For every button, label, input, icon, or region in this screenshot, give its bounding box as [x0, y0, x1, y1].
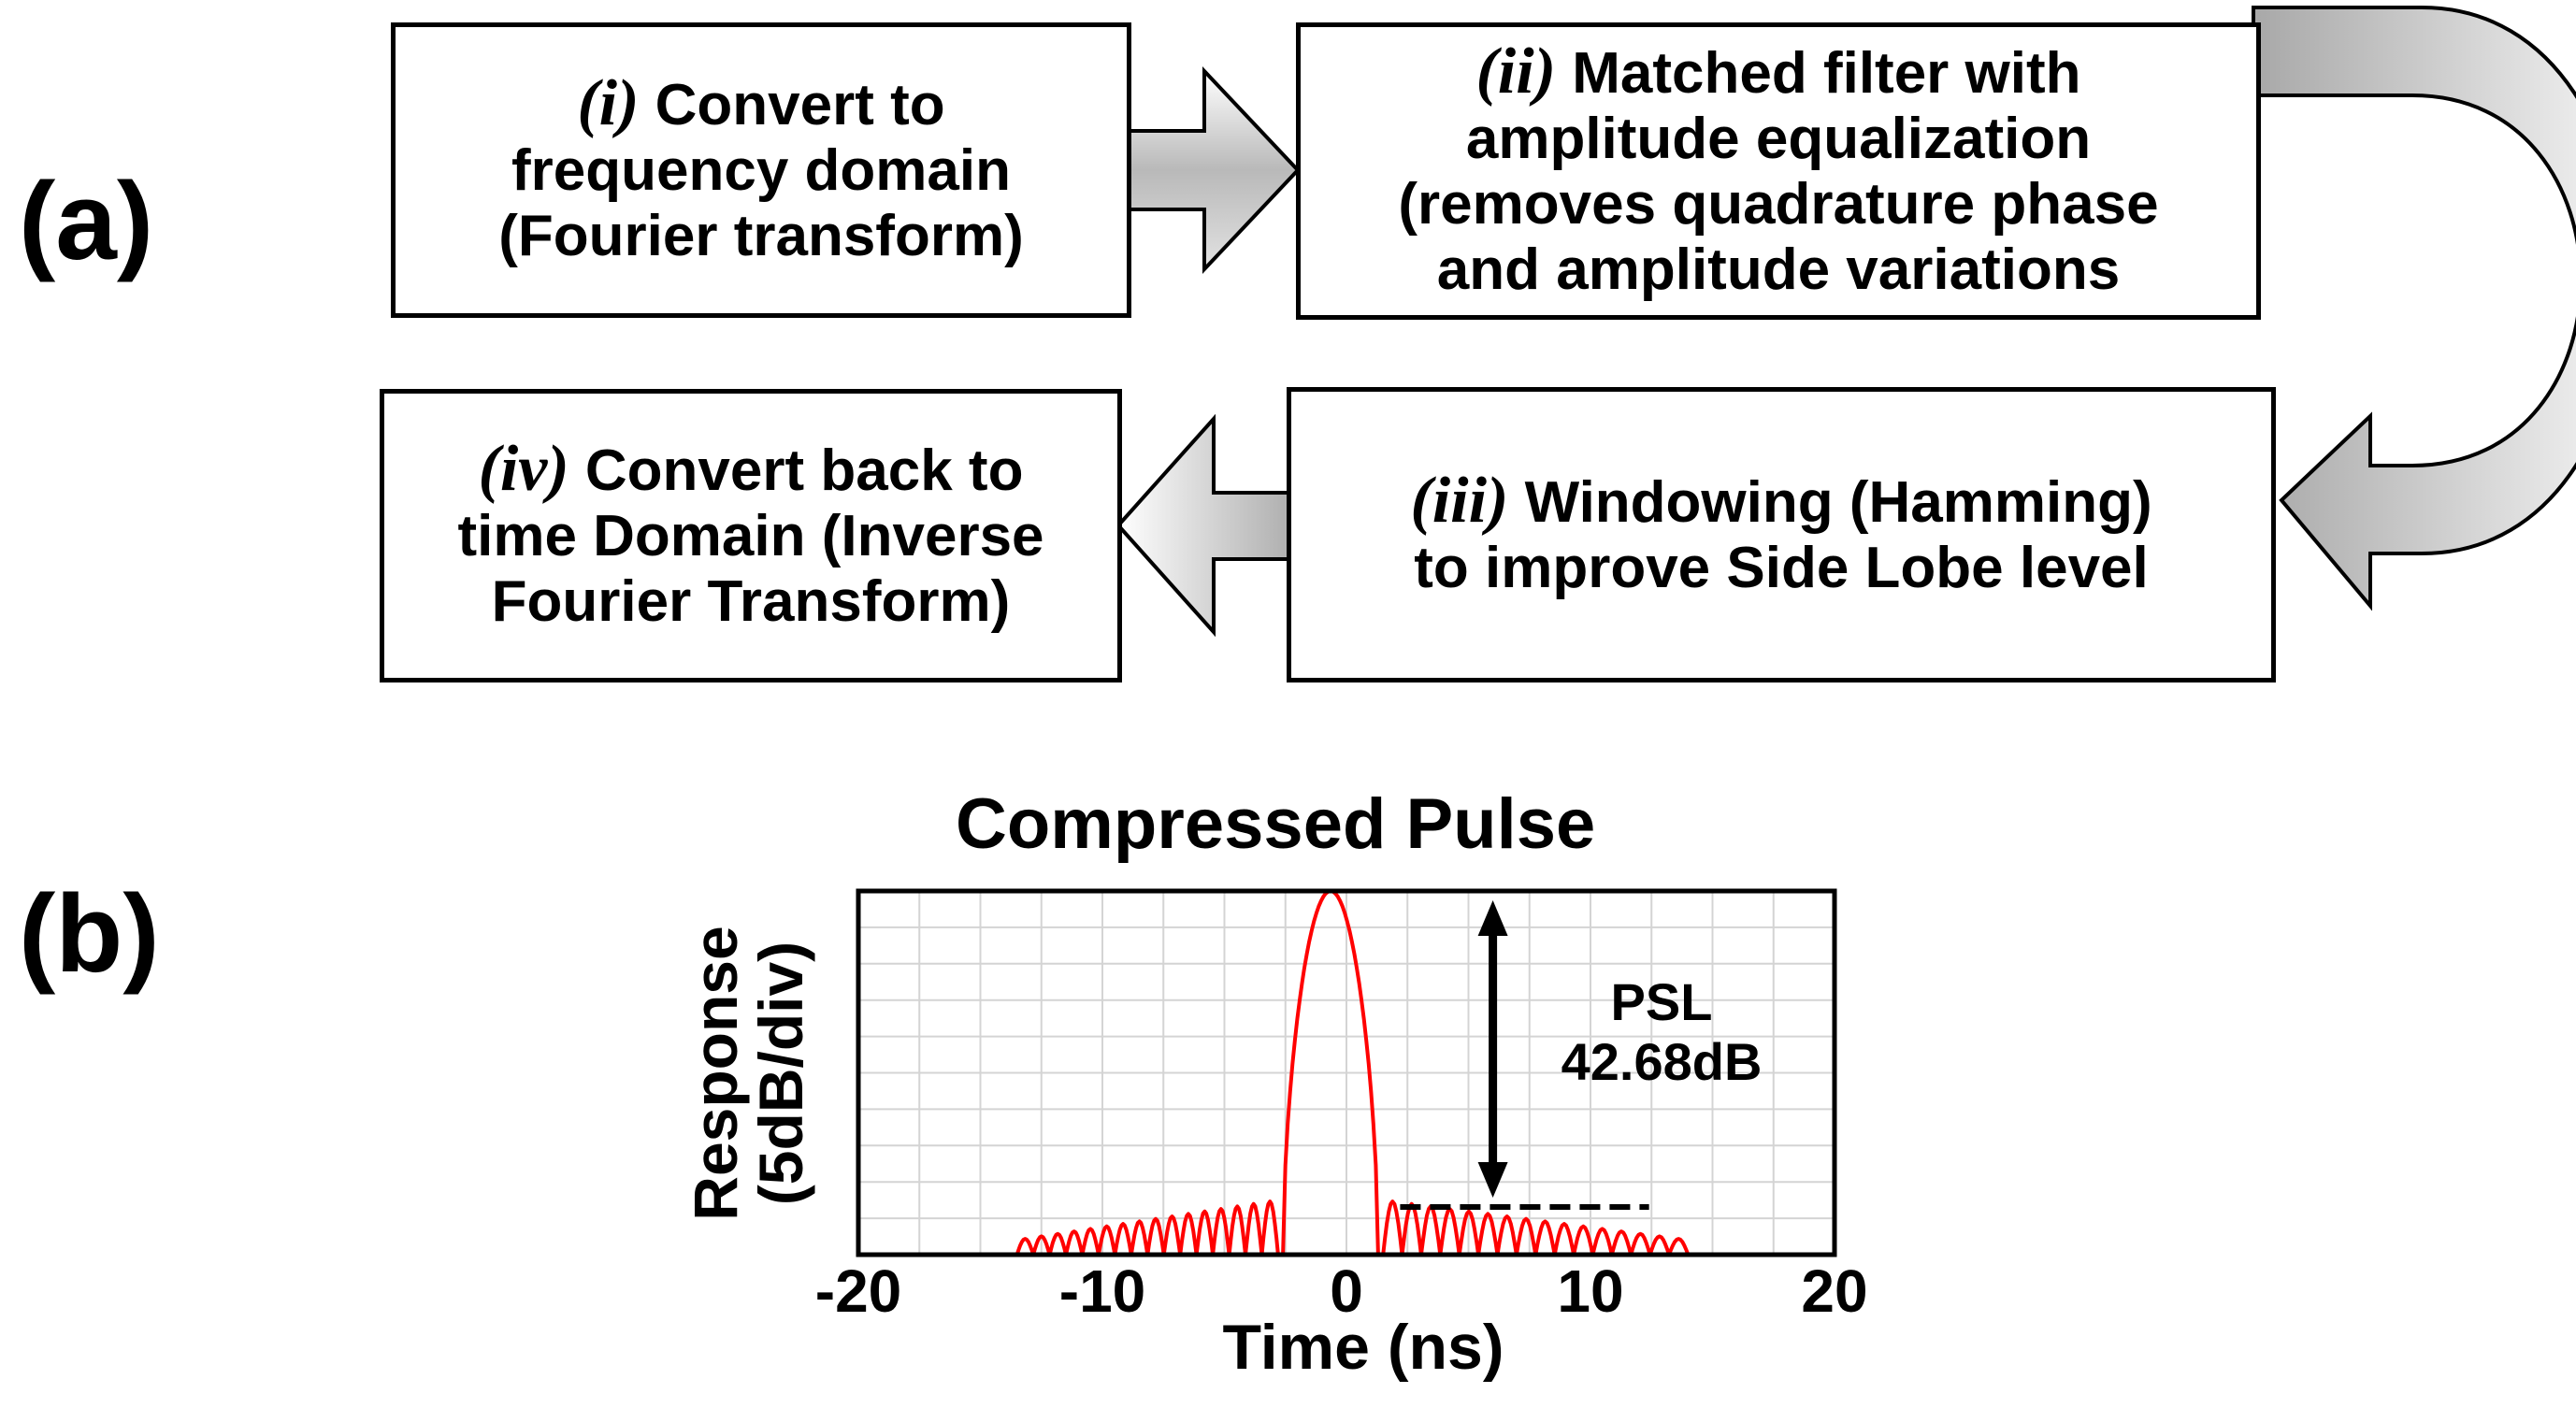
panel-a-label: (a): [19, 160, 154, 283]
step-ii-box: (ii) Matched filter with amplitude equal…: [1296, 22, 2261, 320]
panel-b-label: (b): [19, 872, 160, 996]
step-iii-text-2: to improve Side Lobe level: [1414, 536, 2149, 600]
step-i-text: Convert to: [655, 73, 945, 137]
step-iv-number: (iv): [478, 433, 569, 505]
step-ii-text: Matched filter with: [1572, 41, 2081, 106]
step-ii-text-4: and amplitude variations: [1436, 237, 2121, 302]
psl-value: 42.68dB: [1561, 1032, 1763, 1091]
step-iii-text: Windowing (Hamming): [1524, 470, 2152, 535]
x-tick-label: 0: [1330, 1257, 1363, 1325]
step-ii-number: (ii): [1475, 36, 1557, 108]
step-iv-box: (iv) Convert back to time Domain (Invers…: [380, 389, 1122, 682]
step-iv-text-3: Fourier Transform): [491, 569, 1011, 634]
step-i-text-3: (Fourier transform): [498, 204, 1024, 268]
x-tick-label: 20: [1801, 1257, 1868, 1325]
step-ii-text-2: amplitude equalization: [1465, 107, 2092, 171]
step-iv-text: Convert back to: [584, 438, 1024, 503]
step-ii-text-3: (removes quadrature phase: [1398, 172, 2159, 237]
step-iii-box: (iii) Windowing (Hamming) to improve Sid…: [1287, 387, 2276, 682]
x-tick-label: -10: [1058, 1257, 1146, 1325]
x-tick-label: 10: [1557, 1257, 1624, 1325]
step-i-text-2: frequency domain: [511, 138, 1011, 203]
curved-arrow-down: [2252, 6, 2576, 611]
x-tick-label: -20: [814, 1257, 902, 1325]
step-iv-text-2: time Domain (Inverse: [457, 504, 1044, 568]
arrow-right: [1128, 65, 1301, 275]
step-i-number: (i): [577, 67, 640, 139]
step-i-box: (i) Convert to frequency domain (Fourier…: [391, 22, 1131, 318]
x-axis-label: Time (ns): [1222, 1312, 1504, 1383]
step-iii-number: (iii): [1410, 465, 1509, 537]
psl-arrowhead-top: [1477, 900, 1508, 936]
psl-arrowhead-bottom: [1477, 1162, 1508, 1199]
psl-annotation: PSL 42.68dB: [1554, 972, 1769, 1092]
plot-frame: [856, 888, 1837, 1257]
psl-label: PSL: [1610, 972, 1713, 1031]
chart-title: Compressed Pulse: [956, 784, 1596, 864]
arrow-left: [1115, 413, 1290, 638]
